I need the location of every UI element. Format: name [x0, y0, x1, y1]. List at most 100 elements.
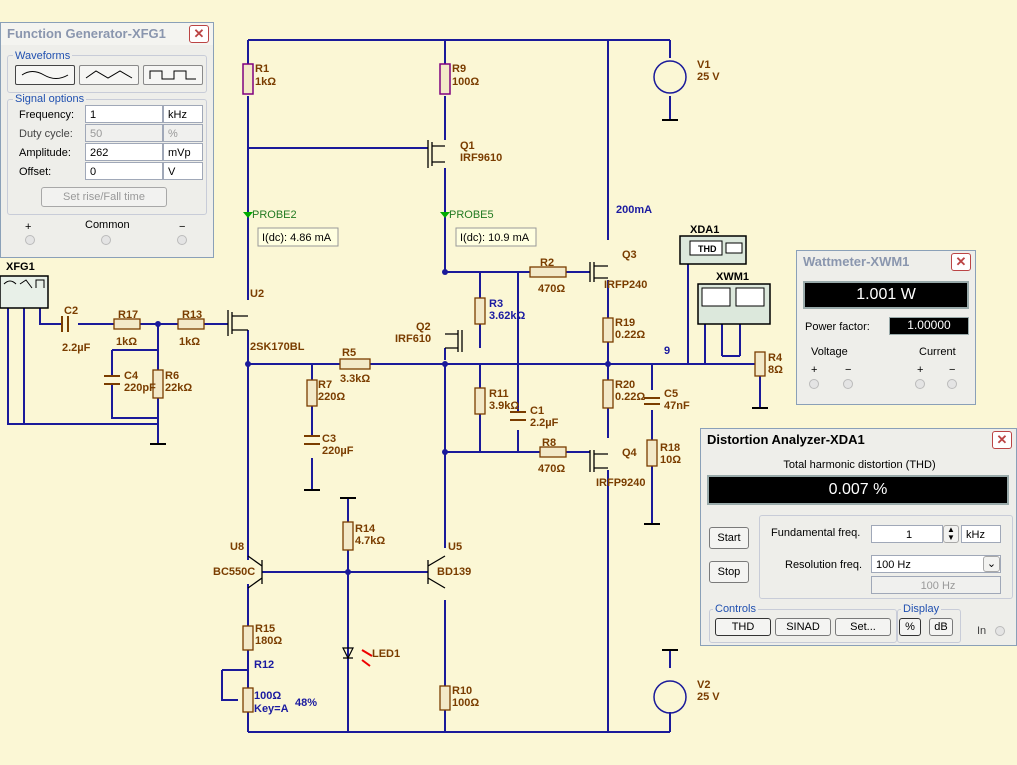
set-button[interactable]: Set... — [835, 618, 891, 636]
xfg1-label: XFG1 — [6, 261, 35, 273]
wattmeter-window[interactable]: Wattmeter-XWM1 ✕ 1.001 W Power factor: 1… — [796, 250, 976, 405]
xda1-symbol[interactable] — [679, 235, 747, 265]
r7-value: 220Ω — [318, 391, 345, 403]
xda1-label: XDA1 — [690, 224, 719, 236]
top-resistors — [242, 63, 451, 95]
r11-label: R11 — [489, 388, 509, 400]
current-annotation: 200mA — [616, 204, 652, 216]
r6-value: 22kΩ — [165, 382, 192, 394]
q1-label: Q1 — [460, 140, 475, 152]
r18-value: 10Ω — [660, 454, 681, 466]
current-plus-terminal[interactable] — [915, 379, 925, 389]
r6-resistor — [152, 369, 164, 399]
power-factor-display: 1.00000 — [889, 317, 969, 335]
c4-label: C4 — [124, 370, 139, 382]
sinad-button[interactable]: SINAD — [775, 618, 831, 636]
wattmeter-titlebar[interactable]: Wattmeter-XWM1 ✕ — [797, 251, 975, 273]
r8-value: 470Ω — [538, 463, 565, 475]
v1-value: 25 V — [697, 71, 720, 83]
resistors — [113, 266, 766, 713]
frequency-unit-select[interactable]: kHz — [163, 105, 203, 123]
voltage-minus-label: − — [845, 364, 852, 376]
r1-resistor — [242, 63, 254, 95]
q4-value: IRFP9240 — [596, 477, 646, 489]
r7-label: R7 — [318, 379, 332, 391]
r20-value: 0.22Ω — [615, 391, 645, 403]
distortion-analyzer-titlebar[interactable]: Distortion Analyzer-XDA1 ✕ — [701, 429, 1016, 451]
wattmeter-title: Wattmeter-XWM1 — [803, 254, 910, 269]
probe5-marker — [440, 212, 450, 218]
chevron-down-icon[interactable]: ⌄ — [983, 556, 1000, 572]
function-generator-window[interactable]: Function Generator-XFG1 ✕ Waveforms Sign… — [0, 22, 214, 258]
current-minus-terminal[interactable] — [947, 379, 957, 389]
r3-label: R3 — [489, 298, 503, 310]
fundamental-freq-unit-select[interactable]: kHz — [961, 525, 1001, 543]
distortion-analyzer-window[interactable]: Distortion Analyzer-XDA1 ✕ Total harmoni… — [700, 428, 1017, 646]
q2-value: IRF610 — [395, 333, 431, 345]
function-generator-titlebar[interactable]: Function Generator-XFG1 ✕ — [1, 23, 213, 45]
thd-heading: Total harmonic distortion (THD) — [783, 459, 936, 471]
r12-key: Key=A — [254, 703, 289, 715]
r1-label: R1 — [255, 63, 269, 75]
close-icon[interactable]: ✕ — [189, 25, 209, 43]
duty-cycle-unit: % — [163, 124, 203, 142]
display-label: Display — [901, 603, 942, 615]
stop-button[interactable]: Stop — [709, 561, 749, 583]
duty-cycle-input[interactable]: 50 — [85, 124, 163, 142]
r10-resistor — [439, 685, 451, 711]
start-button[interactable]: Start — [709, 527, 749, 549]
c5-value: 47nF — [664, 400, 690, 412]
c1-capacitor — [510, 411, 526, 421]
v1-label: V1 — [697, 59, 710, 71]
triangle-wave-button[interactable] — [79, 65, 139, 85]
xwm1-symbol[interactable] — [697, 283, 771, 325]
v2-value: 25 V — [697, 691, 720, 703]
set-rise-fall-button[interactable]: Set rise/Fall time — [41, 187, 167, 207]
r5-label: R5 — [342, 347, 356, 359]
r3-value: 3.62kΩ — [489, 310, 526, 322]
r2-value: 470Ω — [538, 283, 565, 295]
offset-unit-select[interactable]: V — [163, 162, 203, 180]
r10-label: R10 — [452, 685, 472, 697]
fg-common-terminal[interactable] — [101, 235, 111, 245]
resolution-freq-readout: 100 Hz — [871, 576, 1001, 594]
close-icon[interactable]: ✕ — [951, 253, 971, 271]
resolution-freq-select[interactable]: 100 Hz — [871, 555, 1001, 573]
q4-symbol — [589, 450, 608, 472]
sine-wave-icon — [21, 71, 69, 79]
r13-value: 1kΩ — [179, 336, 200, 348]
amplitude-input[interactable]: 262 — [85, 143, 163, 161]
close-icon[interactable]: ✕ — [992, 431, 1012, 449]
thd-button[interactable]: THD — [715, 618, 771, 636]
r3-resistor — [474, 297, 486, 325]
fg-minus-terminal[interactable] — [177, 235, 187, 245]
percent-button[interactable]: % — [899, 618, 921, 636]
db-button[interactable]: dB — [929, 618, 953, 636]
u8-label: U8 — [230, 541, 244, 553]
fg-plus-terminal[interactable] — [25, 235, 35, 245]
frequency-input[interactable]: 1 — [85, 105, 163, 123]
voltage-minus-terminal[interactable] — [843, 379, 853, 389]
u5-value: BD139 — [437, 566, 471, 578]
sine-wave-button[interactable] — [15, 65, 75, 85]
r9-resistor — [439, 63, 451, 95]
xfg1-symbol[interactable] — [0, 275, 49, 309]
fundamental-freq-input[interactable]: 1 — [871, 525, 943, 543]
amplitude-unit-select[interactable]: mVp — [163, 143, 203, 161]
r20-resistor — [602, 379, 614, 409]
in-terminal[interactable] — [995, 626, 1005, 636]
thd-display: 0.007 % — [707, 475, 1009, 505]
r4-resistor — [754, 351, 766, 377]
square-wave-button[interactable] — [143, 65, 203, 85]
offset-input[interactable]: 0 — [85, 162, 163, 180]
power-display: 1.001 W — [803, 281, 969, 309]
signal-options-label: Signal options — [13, 93, 87, 105]
signal-options-group — [7, 99, 207, 215]
c2-label: C2 — [64, 305, 78, 317]
fundamental-freq-spinner[interactable]: ▲▼ — [943, 525, 959, 543]
voltage-plus-terminal[interactable] — [809, 379, 819, 389]
u8-value: BC550C — [213, 566, 255, 578]
r17-label: R17 — [118, 309, 138, 321]
r20-label: R20 — [615, 379, 635, 391]
